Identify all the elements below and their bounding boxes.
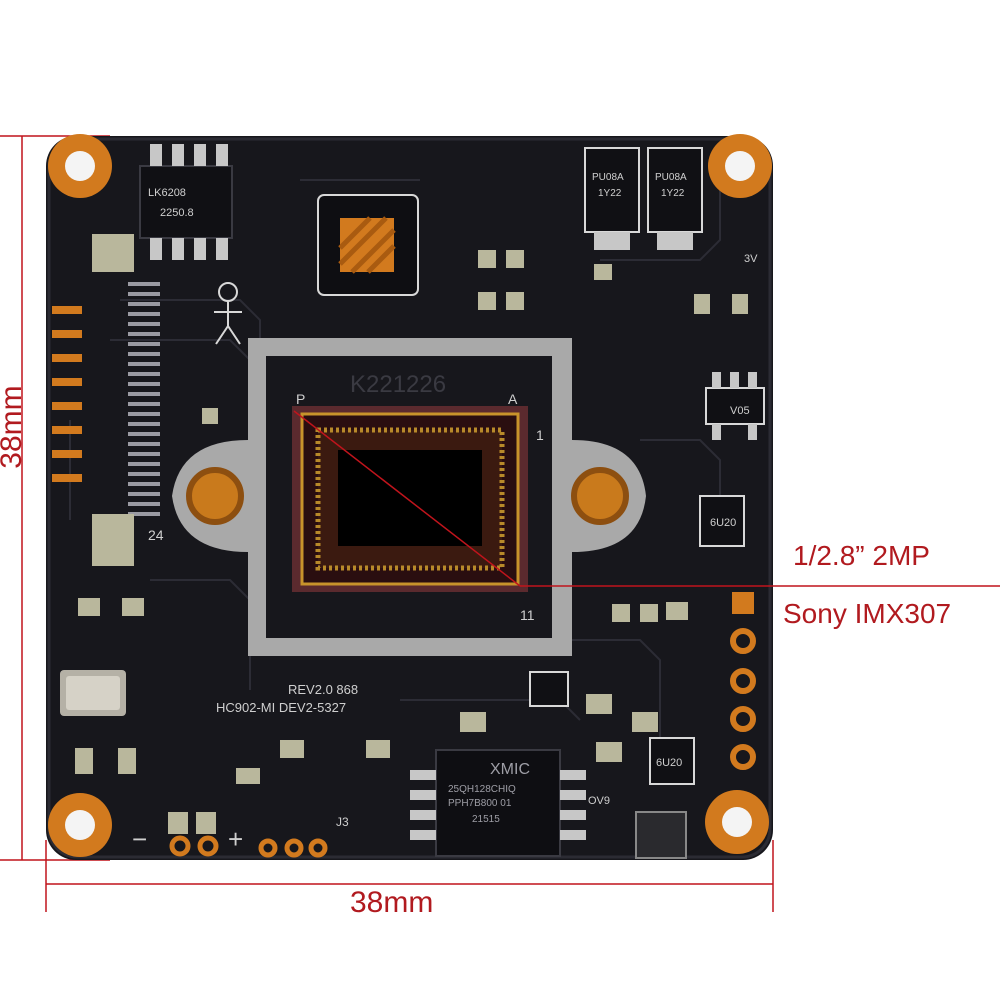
- connector-pin-strip: [128, 282, 160, 516]
- copper-pad: [92, 234, 134, 272]
- regulator-marking-1: PU08A: [592, 172, 624, 183]
- crystal-oscillator: [60, 670, 126, 716]
- revision-line-2: HC902-MI DEV2-5327: [216, 700, 346, 715]
- eeprom-marking-top: LK6208: [148, 187, 186, 199]
- revision-line-1: REV2.0 868: [288, 682, 358, 697]
- qfn-chip: [317, 194, 419, 296]
- v05-marking: V05: [730, 405, 750, 417]
- eeprom-chip: [139, 144, 233, 260]
- minus-marker: −: [132, 824, 147, 854]
- inductor: [635, 811, 687, 859]
- sensor-lot-code: K221226: [350, 371, 446, 398]
- sensor-diagonal-line: [293, 410, 521, 587]
- header-pads: [730, 592, 756, 770]
- silkscreen: K221226 P A 1 11 REV2.0 868 HC902-MI DEV…: [132, 172, 758, 854]
- regulator-marking-2: 1Y22: [598, 188, 622, 199]
- regulator-right: [647, 147, 703, 250]
- lens-mount-hole-right: [571, 467, 629, 525]
- ov-marker: OV9: [588, 795, 610, 807]
- j3-marker: J3: [336, 815, 349, 829]
- pcb: K221226 P A 1 11 REV2.0 868 HC902-MI DEV…: [46, 134, 1000, 860]
- flash-line-1: 25QH128CHIQ: [448, 784, 516, 795]
- flash-brand: XMIC: [490, 761, 530, 778]
- eeprom-marking-bottom: 2250.8: [160, 207, 194, 219]
- mount-hole-top-right: [708, 134, 772, 198]
- flash-line-2: PPH7B800 01: [448, 798, 512, 809]
- pin-p-marker: P: [296, 391, 305, 407]
- smd-components: [75, 250, 748, 784]
- regulator-marking-3: PU08A: [655, 172, 687, 183]
- u20-chip: [699, 495, 745, 547]
- pin-a-marker: A: [508, 391, 518, 407]
- bottom-pads: [168, 812, 328, 858]
- mount-hole-bottom-left: [48, 793, 112, 857]
- small-transistor: [529, 671, 569, 707]
- flash-chip: [410, 749, 586, 857]
- lens-mount-hole-left: [186, 467, 244, 525]
- u20-marking-b: 6U20: [656, 757, 682, 769]
- sensor-model-label: Sony IMX307: [783, 598, 952, 629]
- mount-hole-bottom-right: [705, 790, 769, 854]
- height-dimension-label: 38mm: [0, 385, 28, 469]
- stick-figure-logo: [214, 282, 242, 345]
- u20-marking-a: 6U20: [710, 517, 736, 529]
- plus-marker: +: [228, 824, 243, 854]
- pcb-edge: [47, 137, 772, 859]
- mount-hole-top-left: [48, 134, 112, 198]
- pin-24-marker: 24: [148, 527, 164, 543]
- sensor-resolution-label: 1/2.8” 2MP: [793, 540, 930, 571]
- pin-11-marker: 11: [520, 607, 535, 623]
- three-volt-marker: 3V: [744, 253, 758, 265]
- image-sensor: [292, 406, 528, 592]
- v05-chip: [705, 372, 765, 440]
- regulator-left: [584, 147, 640, 250]
- regulator-marking-4: 1Y22: [661, 188, 685, 199]
- copper-pad: [92, 514, 134, 566]
- flash-line-3: 21515: [472, 814, 500, 825]
- width-dimension-label: 38mm: [350, 886, 434, 919]
- pin-1-marker: 1: [536, 427, 544, 443]
- u20-chip: [649, 737, 695, 785]
- dimension-lines: [0, 135, 774, 912]
- fpc-gold-fingers: [52, 306, 82, 482]
